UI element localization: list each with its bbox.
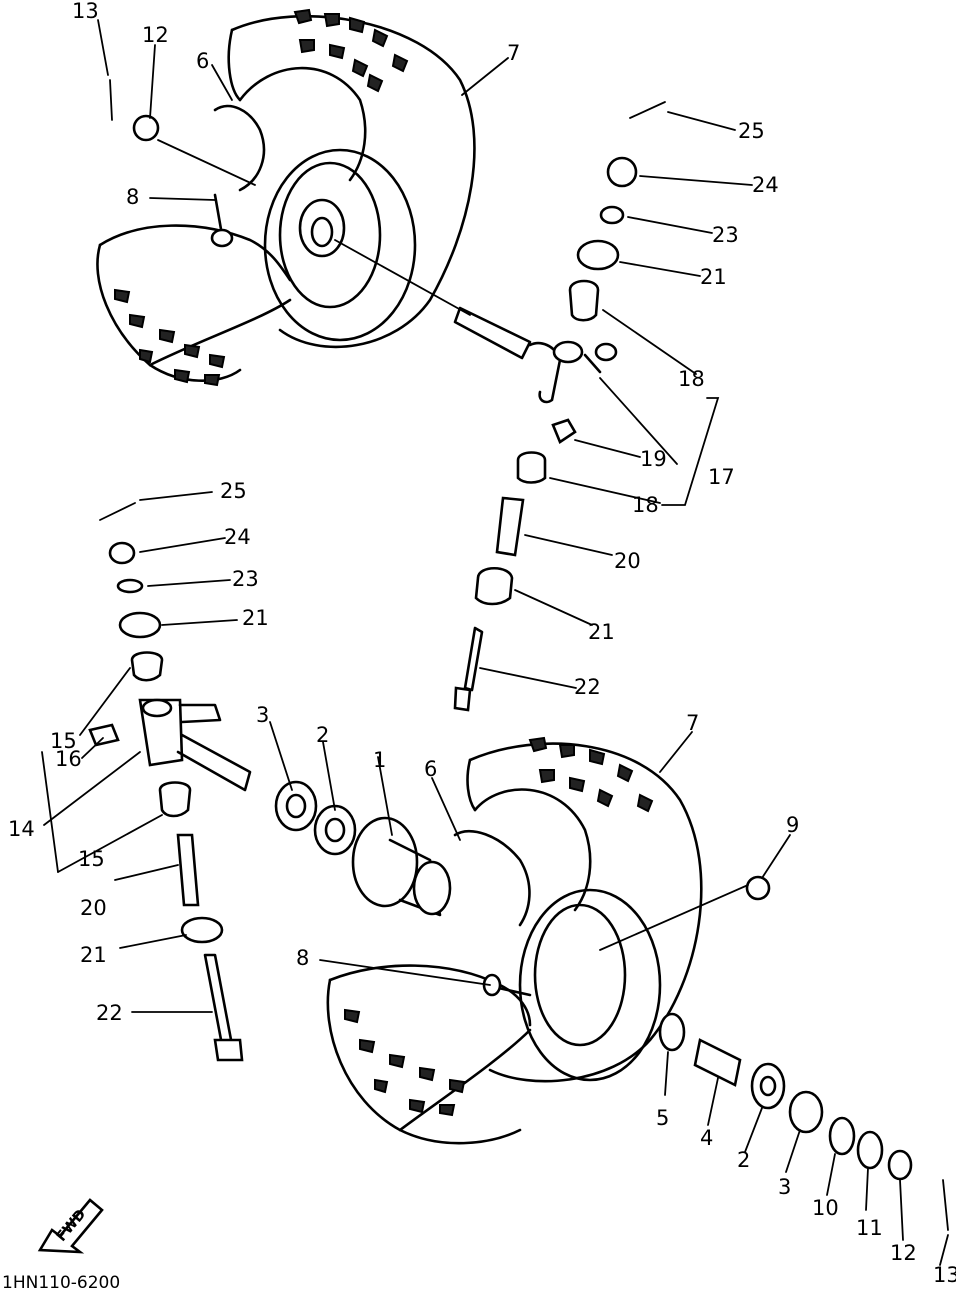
top-left-parts xyxy=(109,79,160,142)
callout-1: 1 xyxy=(373,748,386,772)
callout-8: 8 xyxy=(126,185,139,209)
callout-3: 3 xyxy=(256,703,269,727)
callout-21: 21 xyxy=(700,265,727,289)
callout-18: 18 xyxy=(632,493,659,517)
right-parts xyxy=(599,875,949,1231)
callout-2: 2 xyxy=(316,723,329,747)
callout-2: 2 xyxy=(737,1148,750,1172)
callout-17: 17 xyxy=(708,465,735,489)
callout-23: 23 xyxy=(232,567,259,591)
callout-7: 7 xyxy=(507,41,520,65)
upper-parts xyxy=(453,101,666,712)
callout-12: 12 xyxy=(890,1241,917,1265)
callout-6: 6 xyxy=(196,49,209,73)
lower-tread xyxy=(344,736,654,1117)
upper-tread xyxy=(114,8,409,387)
callout-23: 23 xyxy=(712,223,739,247)
callout-6: 6 xyxy=(424,757,437,781)
lower-wheel xyxy=(326,736,703,1145)
fwd-arrow-icon: FWD xyxy=(37,1198,104,1254)
callout-21: 21 xyxy=(588,620,615,644)
callout-21: 21 xyxy=(242,606,269,630)
callout-25: 25 xyxy=(738,119,765,143)
callout-5: 5 xyxy=(656,1106,669,1130)
callout-24: 24 xyxy=(224,525,251,549)
callout-3: 3 xyxy=(778,1175,791,1199)
callout-9: 9 xyxy=(786,813,799,837)
callout-4: 4 xyxy=(700,1126,713,1150)
callout-24: 24 xyxy=(752,173,779,197)
callout-11: 11 xyxy=(856,1216,883,1240)
callout-15: 15 xyxy=(78,847,105,871)
callout-13: 13 xyxy=(933,1263,956,1287)
callout-22: 22 xyxy=(574,675,601,699)
hub-bearings xyxy=(274,780,452,917)
upper-wheel xyxy=(96,8,476,387)
callout-20: 20 xyxy=(614,549,641,573)
callout-22: 22 xyxy=(96,1001,123,1025)
upper-axle xyxy=(334,239,618,404)
callout-25: 25 xyxy=(220,479,247,503)
callout-13: 13 xyxy=(72,0,99,23)
callout-21: 21 xyxy=(80,943,107,967)
callout-20: 20 xyxy=(80,896,107,920)
callout-10: 10 xyxy=(812,1196,839,1220)
callout-12: 12 xyxy=(142,23,169,47)
callout-7: 7 xyxy=(686,711,699,735)
callout-14: 14 xyxy=(8,817,35,841)
callout-15: 15 xyxy=(50,729,77,753)
callout-16: 16 xyxy=(55,747,82,771)
callout-19: 19 xyxy=(640,447,667,471)
callout-8: 8 xyxy=(296,946,309,970)
diagram-code: 1HN110-6200 xyxy=(2,1273,120,1293)
leader-lines xyxy=(41,19,949,1266)
callout-18: 18 xyxy=(678,367,705,391)
left-knuckle-group xyxy=(88,502,252,1062)
